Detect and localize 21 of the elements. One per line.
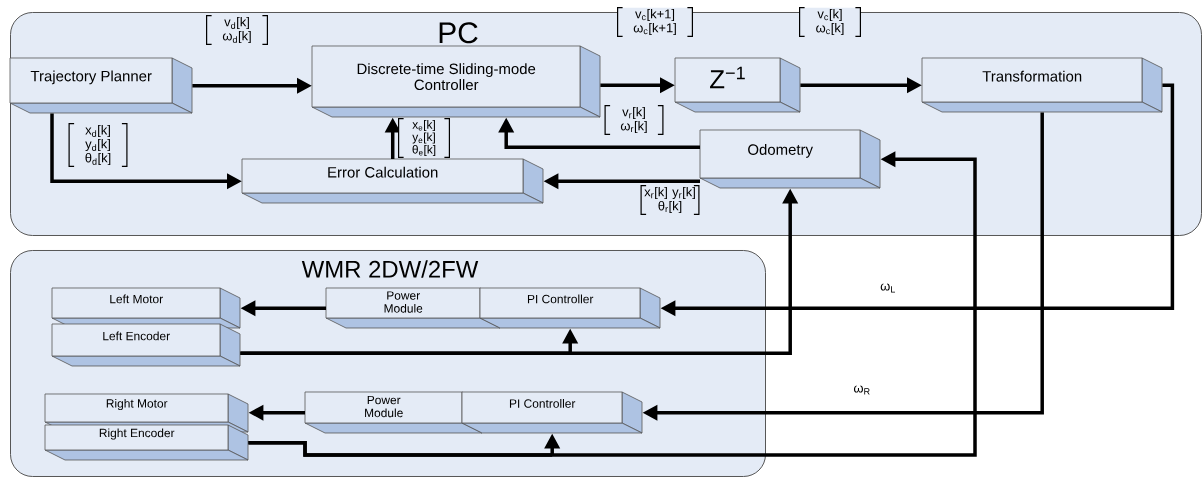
block-box: Odometry [699, 129, 881, 189]
block-box: Transformation [921, 57, 1163, 113]
edge-label: ω$_{L}$ [879, 282, 898, 294]
vector-label: x$_{d}$[k] y$_{d}$[k] θ$_{d}$[k] [68, 123, 128, 167]
block-box: Z$^{−1}$ [674, 57, 801, 113]
vector-label: v$_{c}$[k+1] ω$_{c}$[k+1] [617, 7, 693, 37]
edge-label: ω$_{R}$ [852, 384, 872, 396]
block-box: PI Controller [461, 391, 643, 434]
panel-title: WMR 2DW/2FW [301, 260, 479, 278]
panel-title: PC [439, 22, 478, 44]
block-box: Trajectory Planner [9, 57, 193, 114]
vector-label: x$_{e}$[k] y$_{e}$[k] θ$_{e}$[k] [398, 117, 450, 158]
vector-label: x$_{r}$[k] y$_{r}$[k] θ$_{r}$[k] [640, 185, 700, 215]
block-box: Error Calculation [241, 158, 544, 204]
block-box: Left Encoder [51, 323, 241, 367]
block-box: Right Encoder [44, 424, 249, 461]
block-box: Discrete-time Sliding-mode Controller [311, 45, 601, 118]
vector-label: v$_{c}$[k] ω$_{c}$[k] [799, 7, 861, 37]
vector-label: v$_{r}$[k] ω$_{r}$[k] [604, 105, 664, 135]
vector-label: v$_{d}$[k] ω$_{d}$[k] [206, 15, 268, 45]
block-box: PI Controller [479, 287, 661, 329]
